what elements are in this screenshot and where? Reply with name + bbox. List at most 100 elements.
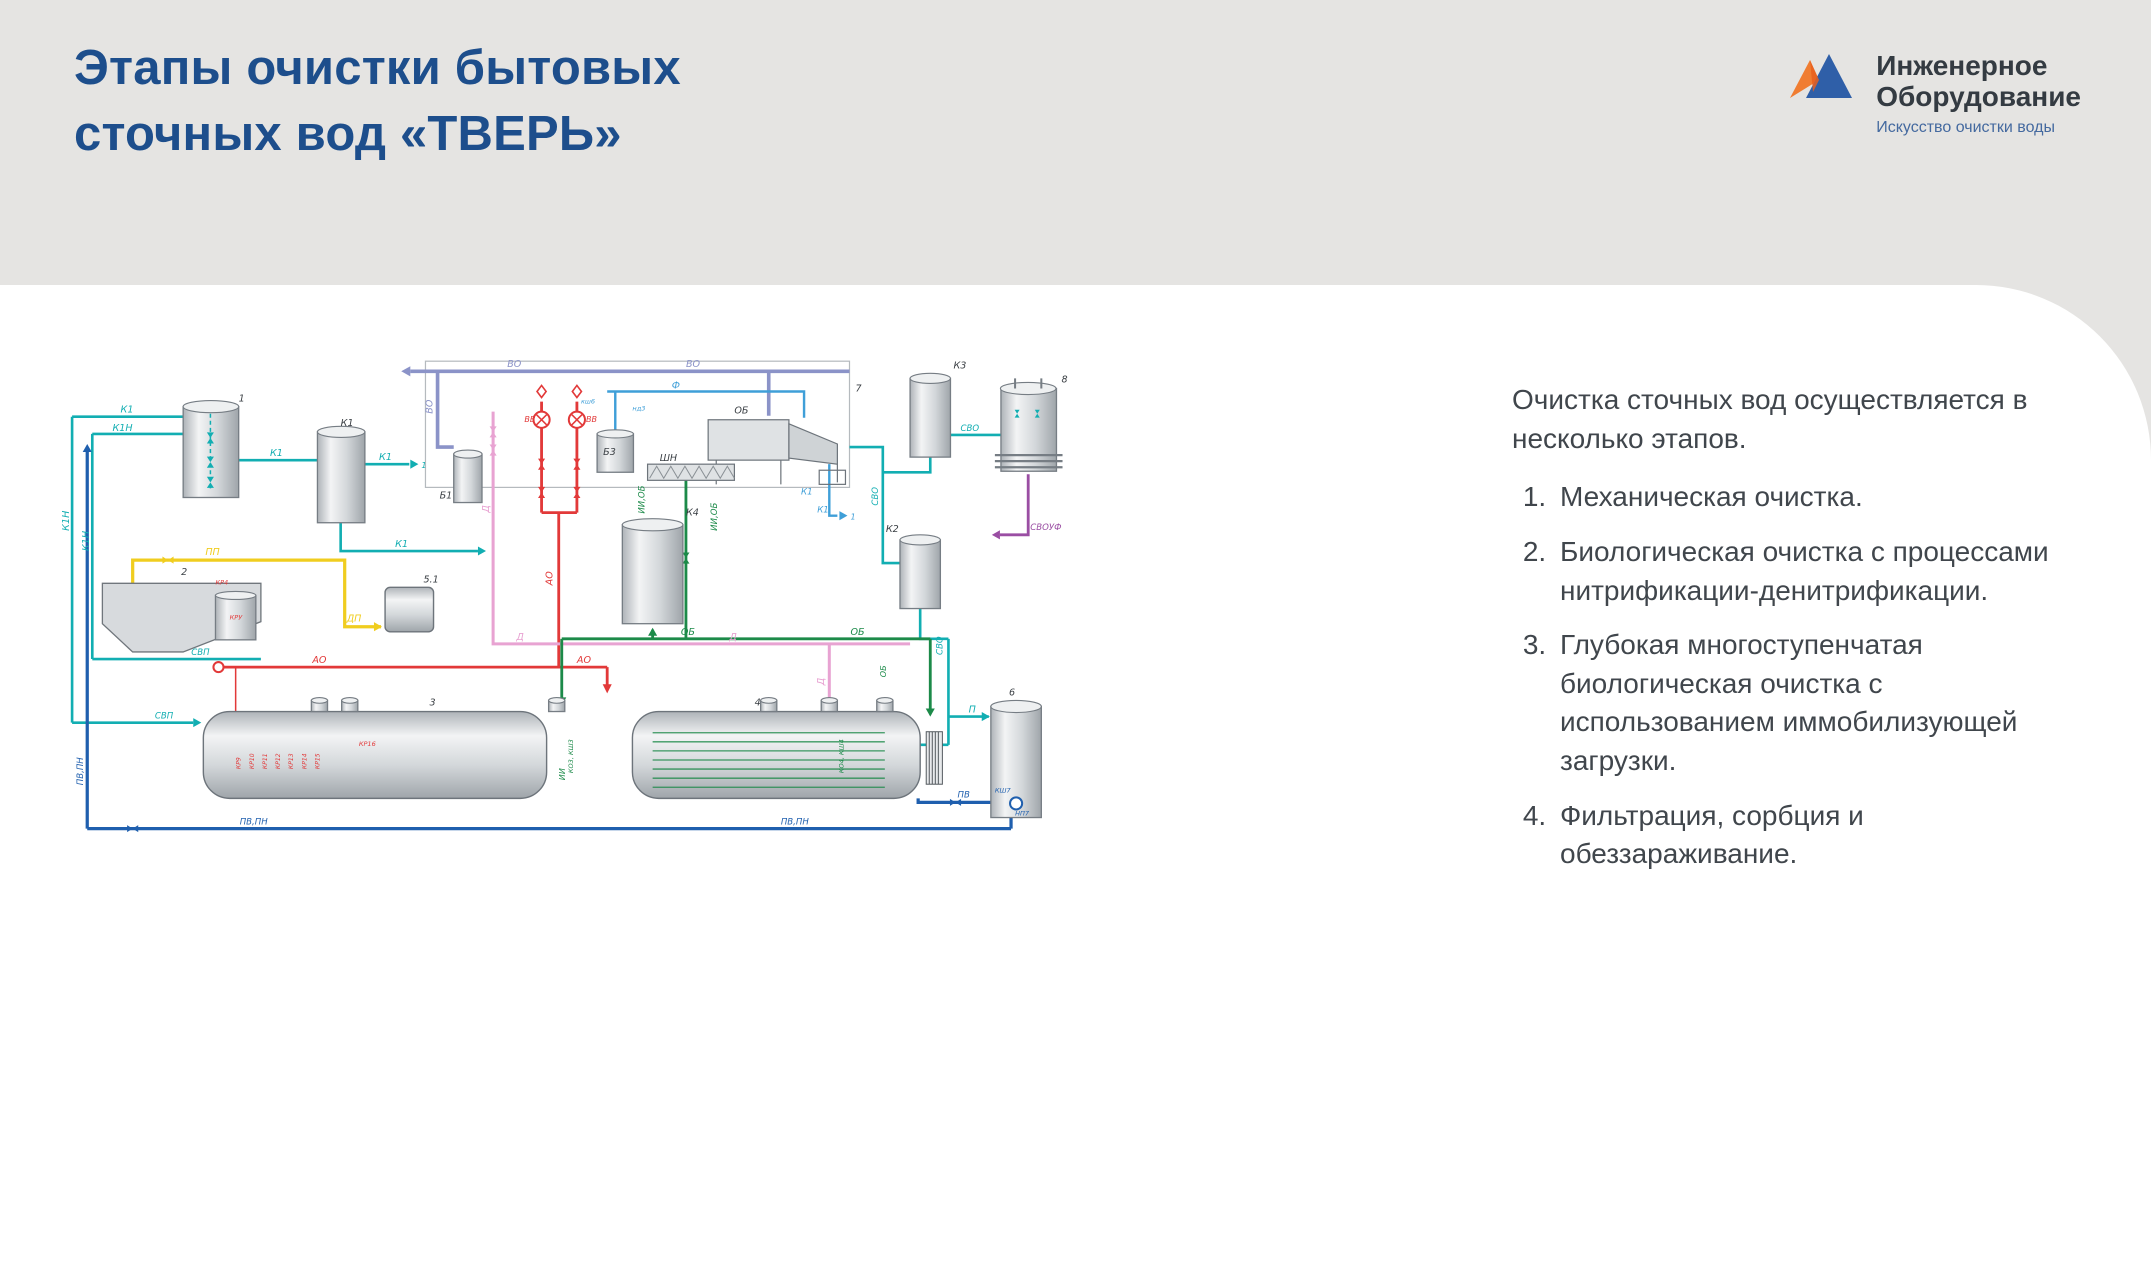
diagram-label: К1Н	[112, 423, 132, 434]
diagram-label: ПВ,ПН	[781, 818, 810, 828]
diagram-label: ОБ	[879, 665, 888, 677]
diagram-label: КШ7	[995, 786, 1012, 794]
diagram-label: Д	[481, 505, 492, 514]
diagram-label: К1	[801, 487, 813, 497]
step-text-4: Фильтрация, сорбция и обеззараживание.	[1560, 799, 1864, 870]
pipes-wash-water-peri	[401, 366, 850, 449]
diagram-label: ВО	[686, 359, 701, 370]
logo: Инженерное Оборудование Искусство очистк…	[1786, 50, 2081, 137]
diagram-label: Д	[515, 632, 524, 643]
process-diagram: К1К1НК1НК1Н1К1К1К11К1ВОВОВОФОБШН7ВВВВБ1Б…	[62, 359, 1068, 833]
flow-arrows	[193, 459, 990, 728]
diagram-label: К1	[817, 506, 829, 516]
diagram-label: 8	[1062, 374, 1068, 385]
diagram-label: СВО	[871, 487, 881, 506]
diagram-label: ОБ	[851, 627, 866, 638]
step-text-1: Механическая очистка.	[1560, 481, 1863, 513]
diagram-label: КР11	[262, 753, 269, 769]
diagram-label: КР13	[288, 753, 295, 769]
diagram-label: Ф	[672, 380, 680, 391]
logo-text: Инженерное Оборудование Искусство очистк…	[1876, 50, 2081, 137]
mechanical-screen	[707, 419, 847, 485]
pipes-process-water-navy	[82, 443, 1013, 833]
pipes-sewage-teal	[70, 399, 1039, 747]
description-intro: Очистка сточных вод осуществляется в нес…	[1512, 384, 2028, 454]
diagram-label: ИИ,ОБ	[638, 485, 648, 513]
tank-b3	[596, 429, 635, 473]
diagram-label: К1Н	[81, 531, 92, 551]
pipes-filtrate-blue	[607, 390, 848, 521]
diagram-label: 1	[239, 394, 245, 405]
diagram-label: ОБ	[734, 406, 749, 417]
step-text-2: Биологическая очистка с процессами нитри…	[1560, 535, 2049, 606]
diagram-label: НП7	[1015, 810, 1030, 818]
diagram-label: К1	[270, 448, 283, 459]
tank-5-1	[384, 586, 435, 633]
aeration-tank-3	[202, 696, 566, 800]
step-item-1: Механическая очистка.	[1554, 478, 2097, 517]
screw-conveyor	[646, 463, 736, 481]
diagram-label: КР4	[215, 578, 228, 586]
diagram-label: АО	[311, 655, 327, 666]
diagram-label: Б3	[603, 447, 616, 458]
page-title: Этапы очистки бытовых сточных вод «ТВЕРЬ…	[74, 36, 681, 167]
diagram-label: К4	[686, 508, 699, 519]
diagram-label: К2	[886, 524, 899, 535]
diagram-label: КР15	[314, 753, 321, 769]
diagram-label: КР10	[249, 753, 256, 769]
tank-1	[182, 400, 240, 499]
diagram-label: ШН	[660, 453, 677, 464]
diagram-label: ВВ	[524, 415, 536, 424]
screen-room-frame	[424, 360, 851, 489]
settler-2	[101, 582, 262, 653]
diagram-label: Д	[728, 632, 737, 643]
tank-k2	[899, 534, 942, 610]
pipes-drainage-pink	[489, 411, 911, 707]
diagram-label: КО3, КШ3	[567, 739, 575, 773]
logo-tagline: Искусство очистки воды	[1876, 118, 2055, 136]
diagram-label: СВО	[961, 424, 980, 434]
diagram-label: СВО	[935, 636, 945, 655]
diagram-label: К3	[953, 360, 966, 371]
diagram-label: ПВ,ПН	[240, 818, 269, 828]
diagram-label: КР12	[275, 753, 282, 769]
diagram-label: ПВ,ПН	[76, 757, 86, 786]
diagram-label: ПП	[205, 547, 219, 558]
diagram-label: СВОУФ	[1030, 523, 1061, 533]
logo-icon	[1790, 54, 1853, 98]
logo-name: Инженерное Оборудование	[1876, 50, 2081, 113]
filter-8	[994, 378, 1063, 472]
diagram-label: КРУ	[230, 614, 244, 622]
diagram-label: АО	[545, 571, 556, 587]
diagram-label: КР14	[301, 753, 308, 769]
tank-k4	[621, 518, 684, 625]
diagram-label: 1	[851, 513, 856, 522]
steps-list: Механическая очистка. Биологическая очис…	[1512, 478, 2097, 874]
step-item-4: Фильтрация, сорбция и обеззараживание.	[1554, 797, 2097, 874]
step-text-3: Глубокая многоступенчатая биологическая …	[1560, 629, 2018, 776]
diagram-label: П	[969, 705, 976, 716]
diagram-label: КО4, КШ4	[837, 739, 845, 773]
diagram-label: АО	[576, 655, 592, 666]
diagram-label: ВО	[507, 359, 522, 370]
diagram-label: 7	[856, 383, 862, 394]
diagram-label: К1	[341, 418, 354, 429]
bio-tank-4	[631, 696, 943, 800]
diagram-label: ВО	[425, 399, 436, 414]
description: Очистка сточных вод осуществляется в нес…	[1512, 381, 2097, 890]
diagram-label: СВП	[191, 648, 210, 658]
title-line-1: Этапы очистки бытовых	[74, 41, 681, 95]
logo-name-line-2: Оборудование	[1876, 81, 2081, 113]
diagram-label: 5.1	[423, 574, 438, 585]
tank-k3	[909, 372, 952, 458]
diagram-label: К1Н	[62, 511, 72, 531]
diagram-label: КР9	[236, 757, 243, 769]
diagram-label: К1	[121, 405, 134, 416]
title-line-2: сточных вод «ТВЕРЬ»	[74, 106, 622, 161]
diagram-label: КР16	[359, 740, 376, 748]
media-grid	[925, 731, 943, 785]
diagram-label: кш6	[581, 398, 595, 406]
